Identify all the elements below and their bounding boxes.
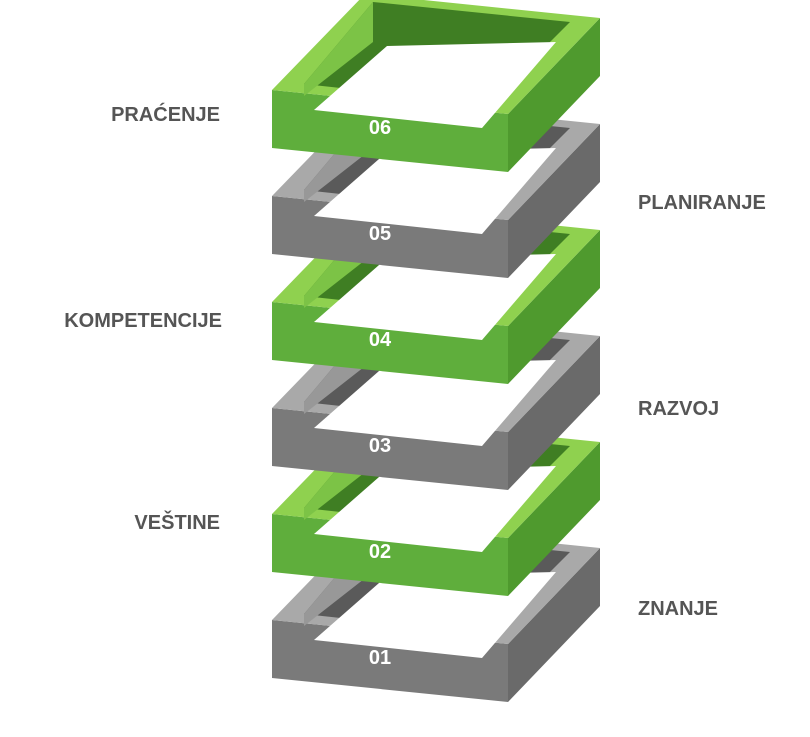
layer-number: 04 — [369, 329, 392, 351]
layer-number: 06 — [369, 117, 391, 139]
layer-number: 03 — [369, 435, 391, 457]
layer-right-face — [508, 124, 600, 278]
layer-number: 02 — [369, 541, 391, 563]
layer-opening — [314, 42, 556, 128]
label-praćenje: PRAĆENJE — [111, 104, 220, 126]
layer-right-face — [508, 230, 600, 384]
label-veštine: VEŠTINE — [134, 512, 220, 534]
layer-right-face — [508, 336, 600, 490]
label-znanje: ZNANJE — [638, 598, 719, 620]
label-razvoj: RAZVOJ — [638, 398, 720, 420]
label-kompetencije: KOMPETENCIJE — [64, 310, 222, 332]
layer-right-face — [508, 442, 600, 596]
layer-number: 01 — [369, 647, 391, 669]
layer-06: 06 — [272, 0, 600, 172]
label-planiranje: PLANIRANJE — [638, 192, 766, 214]
layer-right-face — [508, 18, 600, 172]
layer-number: 05 — [369, 223, 391, 245]
layer-right-face — [508, 548, 600, 702]
layer-inner-left-wall — [304, 2, 373, 96]
